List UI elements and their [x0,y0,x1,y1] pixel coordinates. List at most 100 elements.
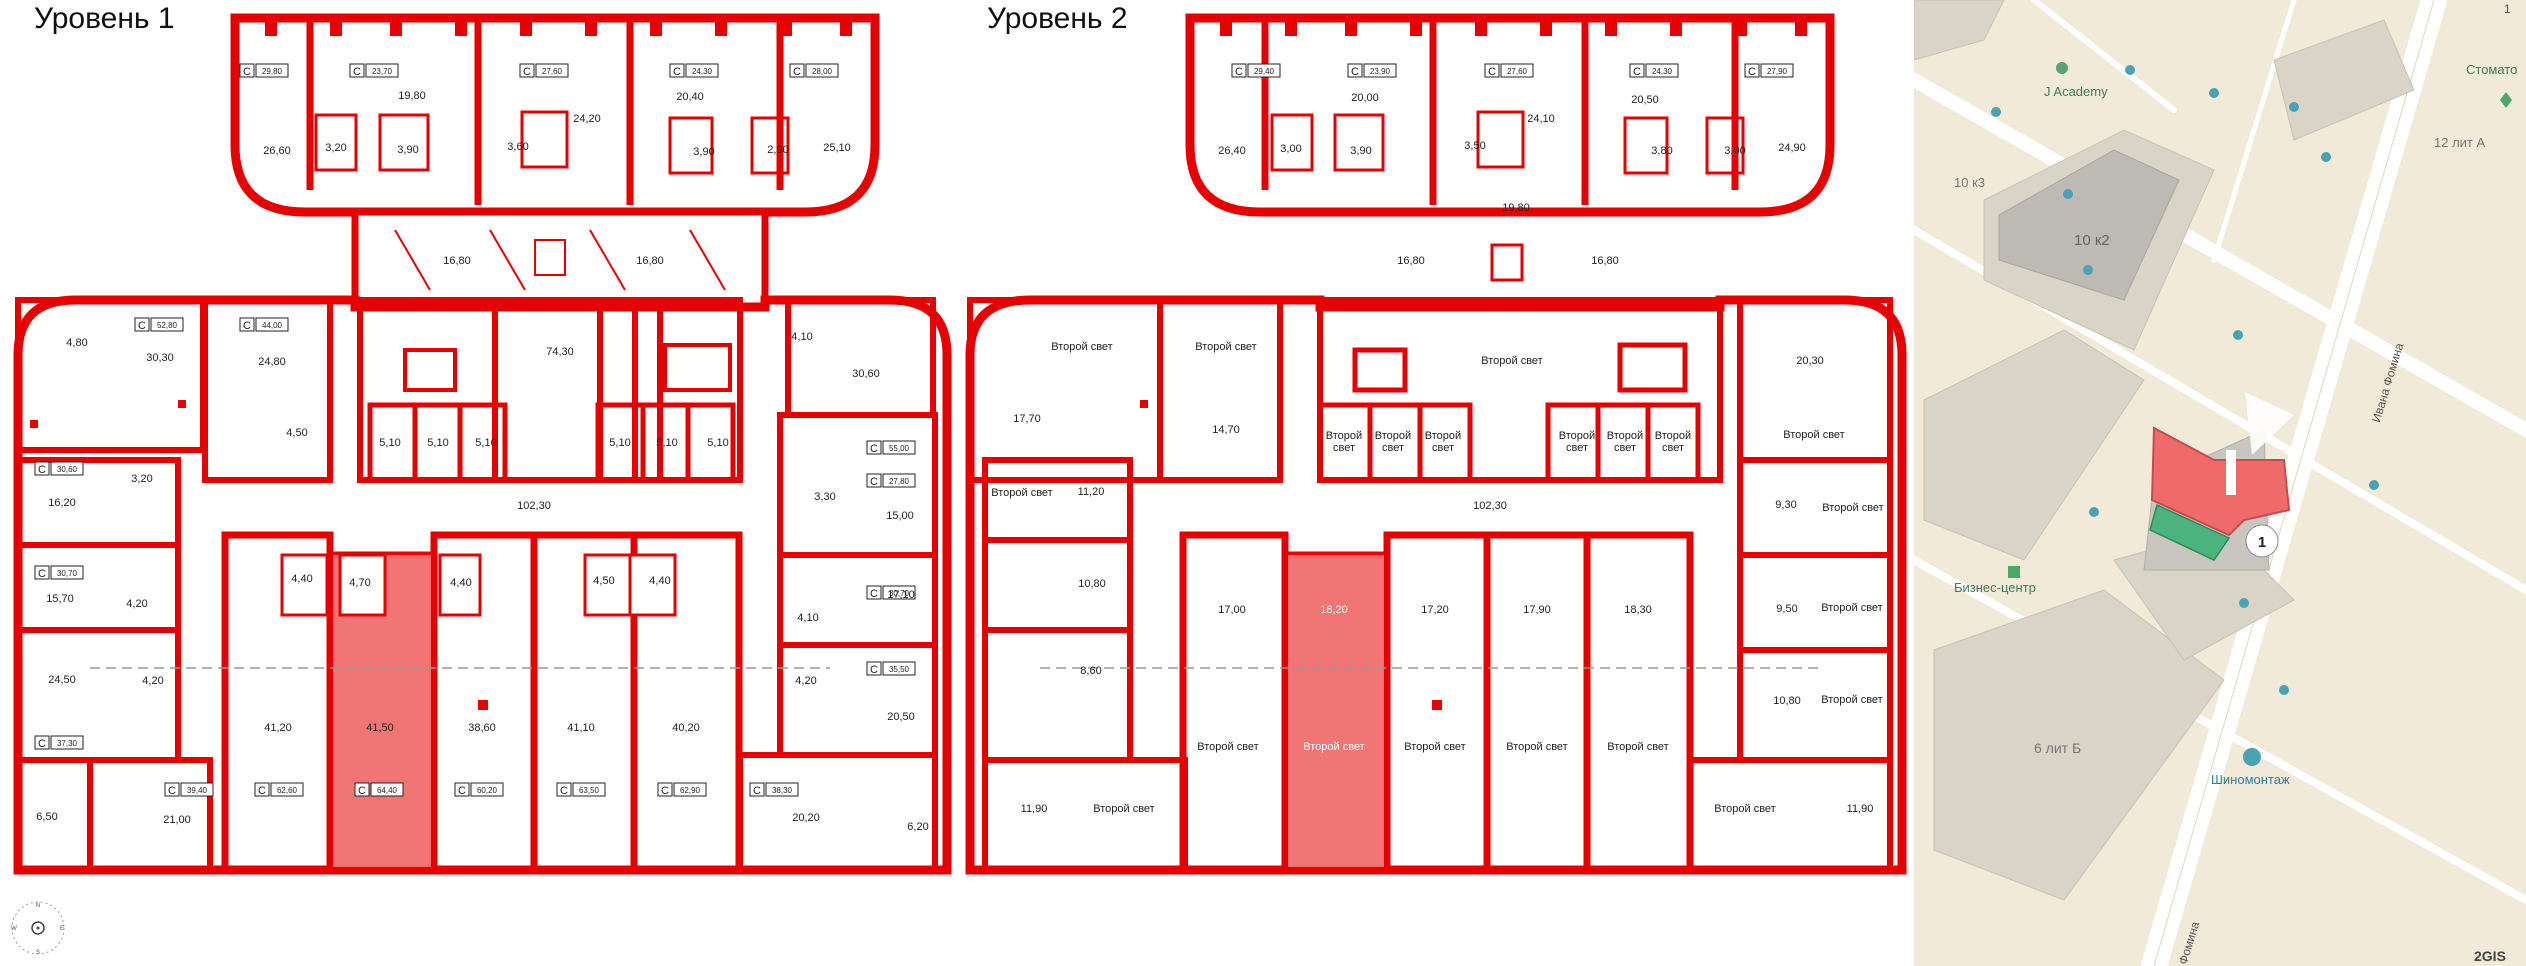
level-1-west-misc-1: 4,50 [286,427,307,439]
unit-1w6-area: 21,00 [163,814,191,826]
level-2-second-light-top-5: Второй [1655,430,1691,442]
location-map[interactable]: 1 J Academy Стомато 10 к3 10 к2 12 лит А… [1914,0,2526,966]
level-1-corridor: 102,30 [517,500,551,512]
svg-text:C: C [1633,66,1641,78]
map-label-dental: Стомато [2466,62,2518,77]
level-1-east-misc-4: 6,20 [907,821,928,833]
svg-text:52,80: 52,80 [157,321,178,330]
svg-text:27,60: 27,60 [542,67,563,76]
unit-1s3-area: 38,60 [468,722,496,734]
unit-1s2-area: 41,50 [366,722,394,734]
svg-text:C: C [38,464,46,476]
svg-text:27,80: 27,80 [889,477,910,486]
unit-2n4-area: 20,50 [1631,94,1659,106]
svg-text:37,30: 37,30 [57,739,78,748]
svg-text:27,60: 27,60 [1507,67,1528,76]
level-2-west-area-1: 14,70 [1212,424,1240,436]
level-2-second-light-bottom-1: свет [1382,442,1404,454]
unit-1e4-area: 20,50 [887,711,915,723]
level-2-east-area-2: 9,50 [1776,603,1797,615]
level-1-south-wc-4: 4,40 [649,575,670,587]
svg-text:C: C [243,320,251,332]
svg-text:C: C [168,785,176,797]
level-2-east-area-4: 11,90 [1847,803,1874,815]
level-1-west-misc-3: 4,20 [126,598,147,610]
unit-1e1-area: 30,60 [852,368,880,380]
compass-s: S [36,950,40,956]
compass-w: W [11,926,17,932]
level-2-second-light-12: Второй свет [1821,602,1882,614]
unit-1w2-area: 24,80 [258,356,286,368]
svg-text:30,60: 30,60 [57,465,78,474]
map-label-12a: 12 лит А [2434,135,2486,150]
level-1-east-misc-2: 4,10 [797,612,818,624]
level-1-west-misc-4: 4,20 [142,675,163,687]
unit-2n3-area: 24,10 [1527,113,1555,125]
unit-1n4-area: 20,40 [676,91,704,103]
level-2-hall-1: 19,80 [1502,202,1530,214]
unit-1w3-area: 16,20 [48,497,76,509]
level-2-north-wc-3: 3,80 [1651,145,1672,157]
level-1-hall-1: 16,80 [636,255,664,267]
level-2-north-wc-0: 3,00 [1280,143,1301,155]
svg-text:C: C [870,664,878,676]
map-label-10k2: 10 к2 [2074,232,2110,249]
unit-1w1-area: 30,30 [146,352,174,364]
svg-text:C: C [560,785,568,797]
unit-2n1-tag: C 29,40 [1231,63,1281,78]
svg-text:64,40: 64,40 [377,786,398,795]
level-2-west-area-3: 10,80 [1078,578,1106,590]
svg-text:C: C [1235,66,1243,78]
svg-text:C: C [1748,66,1756,78]
level-2-south-area-2: 17,20 [1421,604,1449,616]
level-2-south-area-0: 17,00 [1218,604,1246,616]
svg-text:44,00: 44,00 [262,321,283,330]
level-1-west-misc-5: 6,50 [36,811,57,823]
map-selected-building[interactable] [2150,426,2291,537]
map-brand: 2GIS [2474,948,2506,964]
unit-2n1-area: 26,40 [1218,145,1246,157]
svg-text:30,70: 30,70 [889,589,910,598]
unit-1n5-area: 25,10 [823,142,851,154]
level-2-second-light-0: Второй свет [1051,341,1112,353]
level-1-north-wc-2: 3,60 [507,141,528,153]
svg-text:C: C [870,443,878,455]
level-2-second-light-top-0: Второй [1326,430,1362,442]
svg-text:60,20: 60,20 [477,786,498,795]
level-1-east-misc-1: 3,30 [814,491,835,503]
svg-text:C: C [753,785,761,797]
level-2-second-light-bottom-2: свет [1432,442,1454,454]
unit-1w5-area: 24,50 [48,674,76,686]
map-marker[interactable] [2245,524,2279,558]
level-1-north-wc-0: 3,20 [325,142,346,154]
level-2-south-area-3: 17,90 [1523,604,1551,616]
level-1-east-misc-3: 4,20 [795,675,816,687]
level-2-second-light-6: Второй свет [1404,741,1465,753]
level-2-second-light-7: Второй свет [1506,741,1567,753]
level-1-small-4: 5,10 [656,437,677,449]
level-2-second-light-9: Второй свет [1093,803,1154,815]
level-1-small-2: 5,10 [475,437,496,449]
level-2-second-light-2: Второй свет [1481,355,1542,367]
level-1-north-wc-3: 3,90 [693,146,714,158]
level-2-second-light-14: Второй свет [1714,803,1775,815]
svg-text:29,40: 29,40 [1254,67,1275,76]
level-2-second-light-5: Второй свет [1303,741,1364,753]
level-2-east-area-1: 9,30 [1775,499,1796,511]
svg-text:38,30: 38,30 [772,786,793,795]
level-2-selected-unit[interactable] [1288,555,1384,867]
map-label-business: Бизнес-центр [1954,580,2036,595]
level-2-west-area-0: 17,70 [1013,413,1041,425]
svg-text:C: C [353,66,361,78]
